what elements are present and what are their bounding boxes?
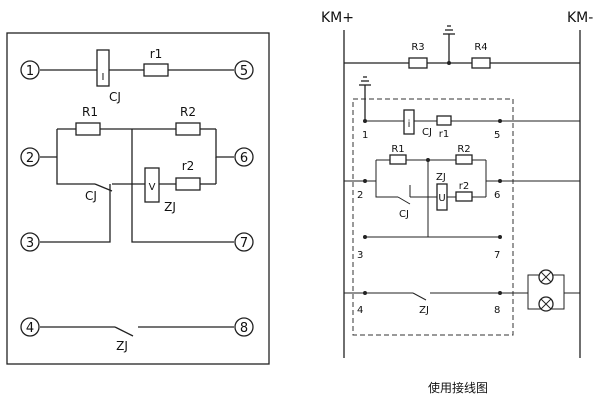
left-terminal-3: 3 xyxy=(20,232,40,252)
zj-contact xyxy=(412,292,427,301)
svg-text:5: 5 xyxy=(240,64,248,79)
svg-text:6: 6 xyxy=(240,151,248,166)
svg-text:2: 2 xyxy=(26,151,34,166)
R3-label: R3 xyxy=(411,42,424,53)
svg-text:3: 3 xyxy=(26,236,34,251)
current-coil-label: I xyxy=(102,72,105,83)
cj-contact-label: CJ xyxy=(399,209,409,220)
R1-label: R1 xyxy=(391,144,404,155)
cj-coil-label: CJ xyxy=(109,90,121,104)
voltage-coil-zj xyxy=(144,167,160,203)
cj-contact xyxy=(94,183,113,192)
lamp-icon xyxy=(538,269,554,285)
zj-contact-label: ZJ xyxy=(116,339,128,353)
left-terminal-4: 4 xyxy=(20,317,40,337)
current-coil-cj xyxy=(96,49,110,87)
km-plus-label: KM+ xyxy=(321,10,354,26)
resistor-R2 xyxy=(455,154,473,165)
left-housing-frame xyxy=(6,32,270,365)
right-terminal-1: 1 xyxy=(362,130,368,141)
svg-text:1: 1 xyxy=(26,64,34,79)
voltage-coil-label: V xyxy=(149,182,156,193)
cj-contact xyxy=(397,196,411,205)
right-terminal-3: 3 xyxy=(357,250,363,261)
R2-label: R2 xyxy=(457,144,470,155)
diagram-caption: 使用接线图 xyxy=(428,380,488,395)
voltage-coil-label: U xyxy=(438,193,445,204)
right-terminal-4: 4 xyxy=(357,305,363,316)
resistor-R2 xyxy=(175,122,201,136)
R1-label: R1 xyxy=(82,105,98,119)
R4-label: R4 xyxy=(474,42,487,53)
resistor-r1 xyxy=(143,63,169,77)
left-relay-diagram: I CJ r1 R1 R2 CJ V ZJ r2 xyxy=(6,32,270,365)
svg-text:4: 4 xyxy=(26,321,34,336)
svg-text:8: 8 xyxy=(240,321,248,336)
r1-label: r1 xyxy=(439,129,449,140)
left-terminal-7: 7 xyxy=(234,232,254,252)
lamp-icon xyxy=(538,296,554,312)
r2-label: r2 xyxy=(459,181,469,192)
current-coil-label: i xyxy=(408,119,411,130)
resistor-R4 xyxy=(471,57,491,69)
left-terminal-5: 5 xyxy=(234,60,254,80)
zj-contact-label: ZJ xyxy=(419,305,429,316)
svg-text:7: 7 xyxy=(240,236,248,251)
resistor-R3 xyxy=(408,57,428,69)
r2-label: r2 xyxy=(182,159,195,173)
right-terminal-5: 5 xyxy=(494,130,500,141)
zj-coil-label: ZJ xyxy=(164,200,176,214)
left-terminal-1: 1 xyxy=(20,60,40,80)
cj-coil-label: CJ xyxy=(422,127,432,138)
right-terminal-8: 8 xyxy=(494,305,500,316)
zj-coil-label: ZJ xyxy=(436,172,446,183)
left-terminal-2: 2 xyxy=(20,147,40,167)
left-terminal-8: 8 xyxy=(234,317,254,337)
km-minus-label: KM- xyxy=(567,10,593,26)
resistor-R1 xyxy=(389,154,407,165)
zj-contact xyxy=(114,326,134,337)
resistor-r2 xyxy=(175,177,201,191)
resistor-r1 xyxy=(436,115,452,126)
r1-label: r1 xyxy=(150,47,163,61)
current-coil-cj xyxy=(403,109,415,135)
right-terminal-6: 6 xyxy=(494,190,500,201)
right-wiring-diagram: KM+ KM- R3 R4 i CJ r1 1 5 xyxy=(321,10,593,358)
resistor-R1 xyxy=(75,122,101,136)
cj-contact-label: CJ xyxy=(85,189,97,203)
left-terminal-6: 6 xyxy=(234,147,254,167)
right-terminal-2: 2 xyxy=(357,190,363,201)
right-terminal-7: 7 xyxy=(494,250,500,261)
relay-dashed-box xyxy=(352,98,514,336)
resistor-r2 xyxy=(455,191,473,202)
R2-label: R2 xyxy=(180,105,196,119)
